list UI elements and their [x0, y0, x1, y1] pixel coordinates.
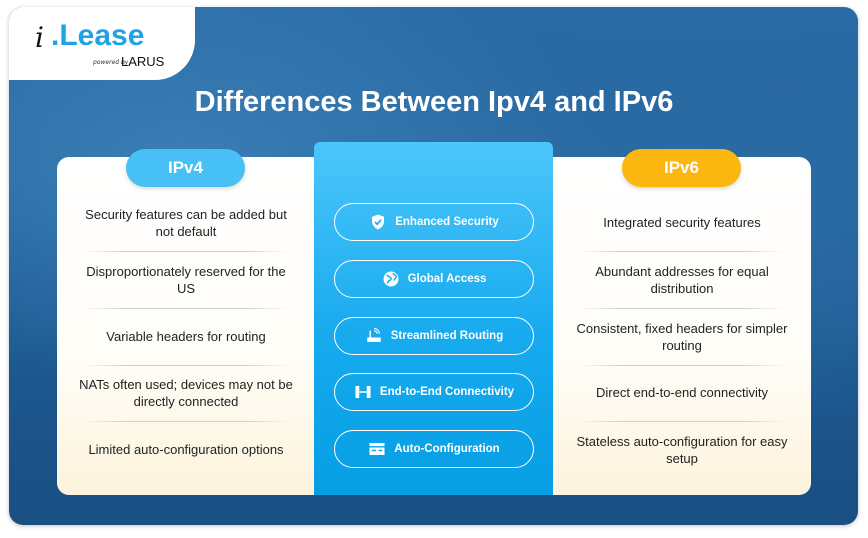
ipv4-item: Limited auto-configuration options [88, 442, 284, 457]
divider [579, 421, 785, 422]
ipv6-item: Abundant addresses for equal distributio… [595, 263, 769, 296]
ipv6-item: Integrated security features [603, 215, 761, 230]
config-card-icon [369, 443, 385, 455]
ipv6-item: Direct end-to-end connectivity [596, 385, 768, 400]
divider [83, 251, 289, 252]
divider [83, 308, 289, 309]
logo: i .Lease powered by LARUS [9, 7, 195, 80]
ipv6-panel [553, 157, 811, 495]
ipv6-item: Stateless auto-configuration for easy se… [576, 433, 788, 466]
ipv4-item: Disproportionately reserved for the US [86, 263, 286, 296]
feature-global-access: Global Access [334, 260, 534, 298]
ipv4-item: NATs often used; devices may not be dire… [79, 376, 293, 409]
shield-check-icon [372, 214, 385, 230]
features-panel [314, 142, 553, 495]
router-icon [367, 327, 381, 342]
ipv4-item: Security features can be added but not d… [85, 206, 287, 239]
divider [83, 365, 289, 366]
divider [579, 308, 785, 309]
feature-streamlined-routing: Streamlined Routing [334, 317, 534, 355]
divider [579, 251, 785, 252]
ipv6-badge: IPv6 [622, 149, 741, 187]
connectivity-icon [355, 386, 371, 398]
globe-icon [383, 271, 399, 287]
ipv6-item: Consistent, fixed headers for simpler ro… [576, 320, 788, 353]
divider [579, 365, 785, 366]
ipv4-item: Variable headers for routing [106, 329, 266, 344]
divider [83, 421, 289, 422]
feature-auto-configuration: Auto-Configuration [334, 430, 534, 468]
page-title: Differences Between Ipv4 and IPv6 [194, 86, 674, 118]
feature-enhanced-security: Enhanced Security [334, 203, 534, 241]
ipv4-panel [57, 157, 315, 495]
feature-end-to-end-connectivity: End-to-End Connectivity [334, 373, 534, 411]
ipv4-badge: IPv4 [126, 149, 245, 187]
